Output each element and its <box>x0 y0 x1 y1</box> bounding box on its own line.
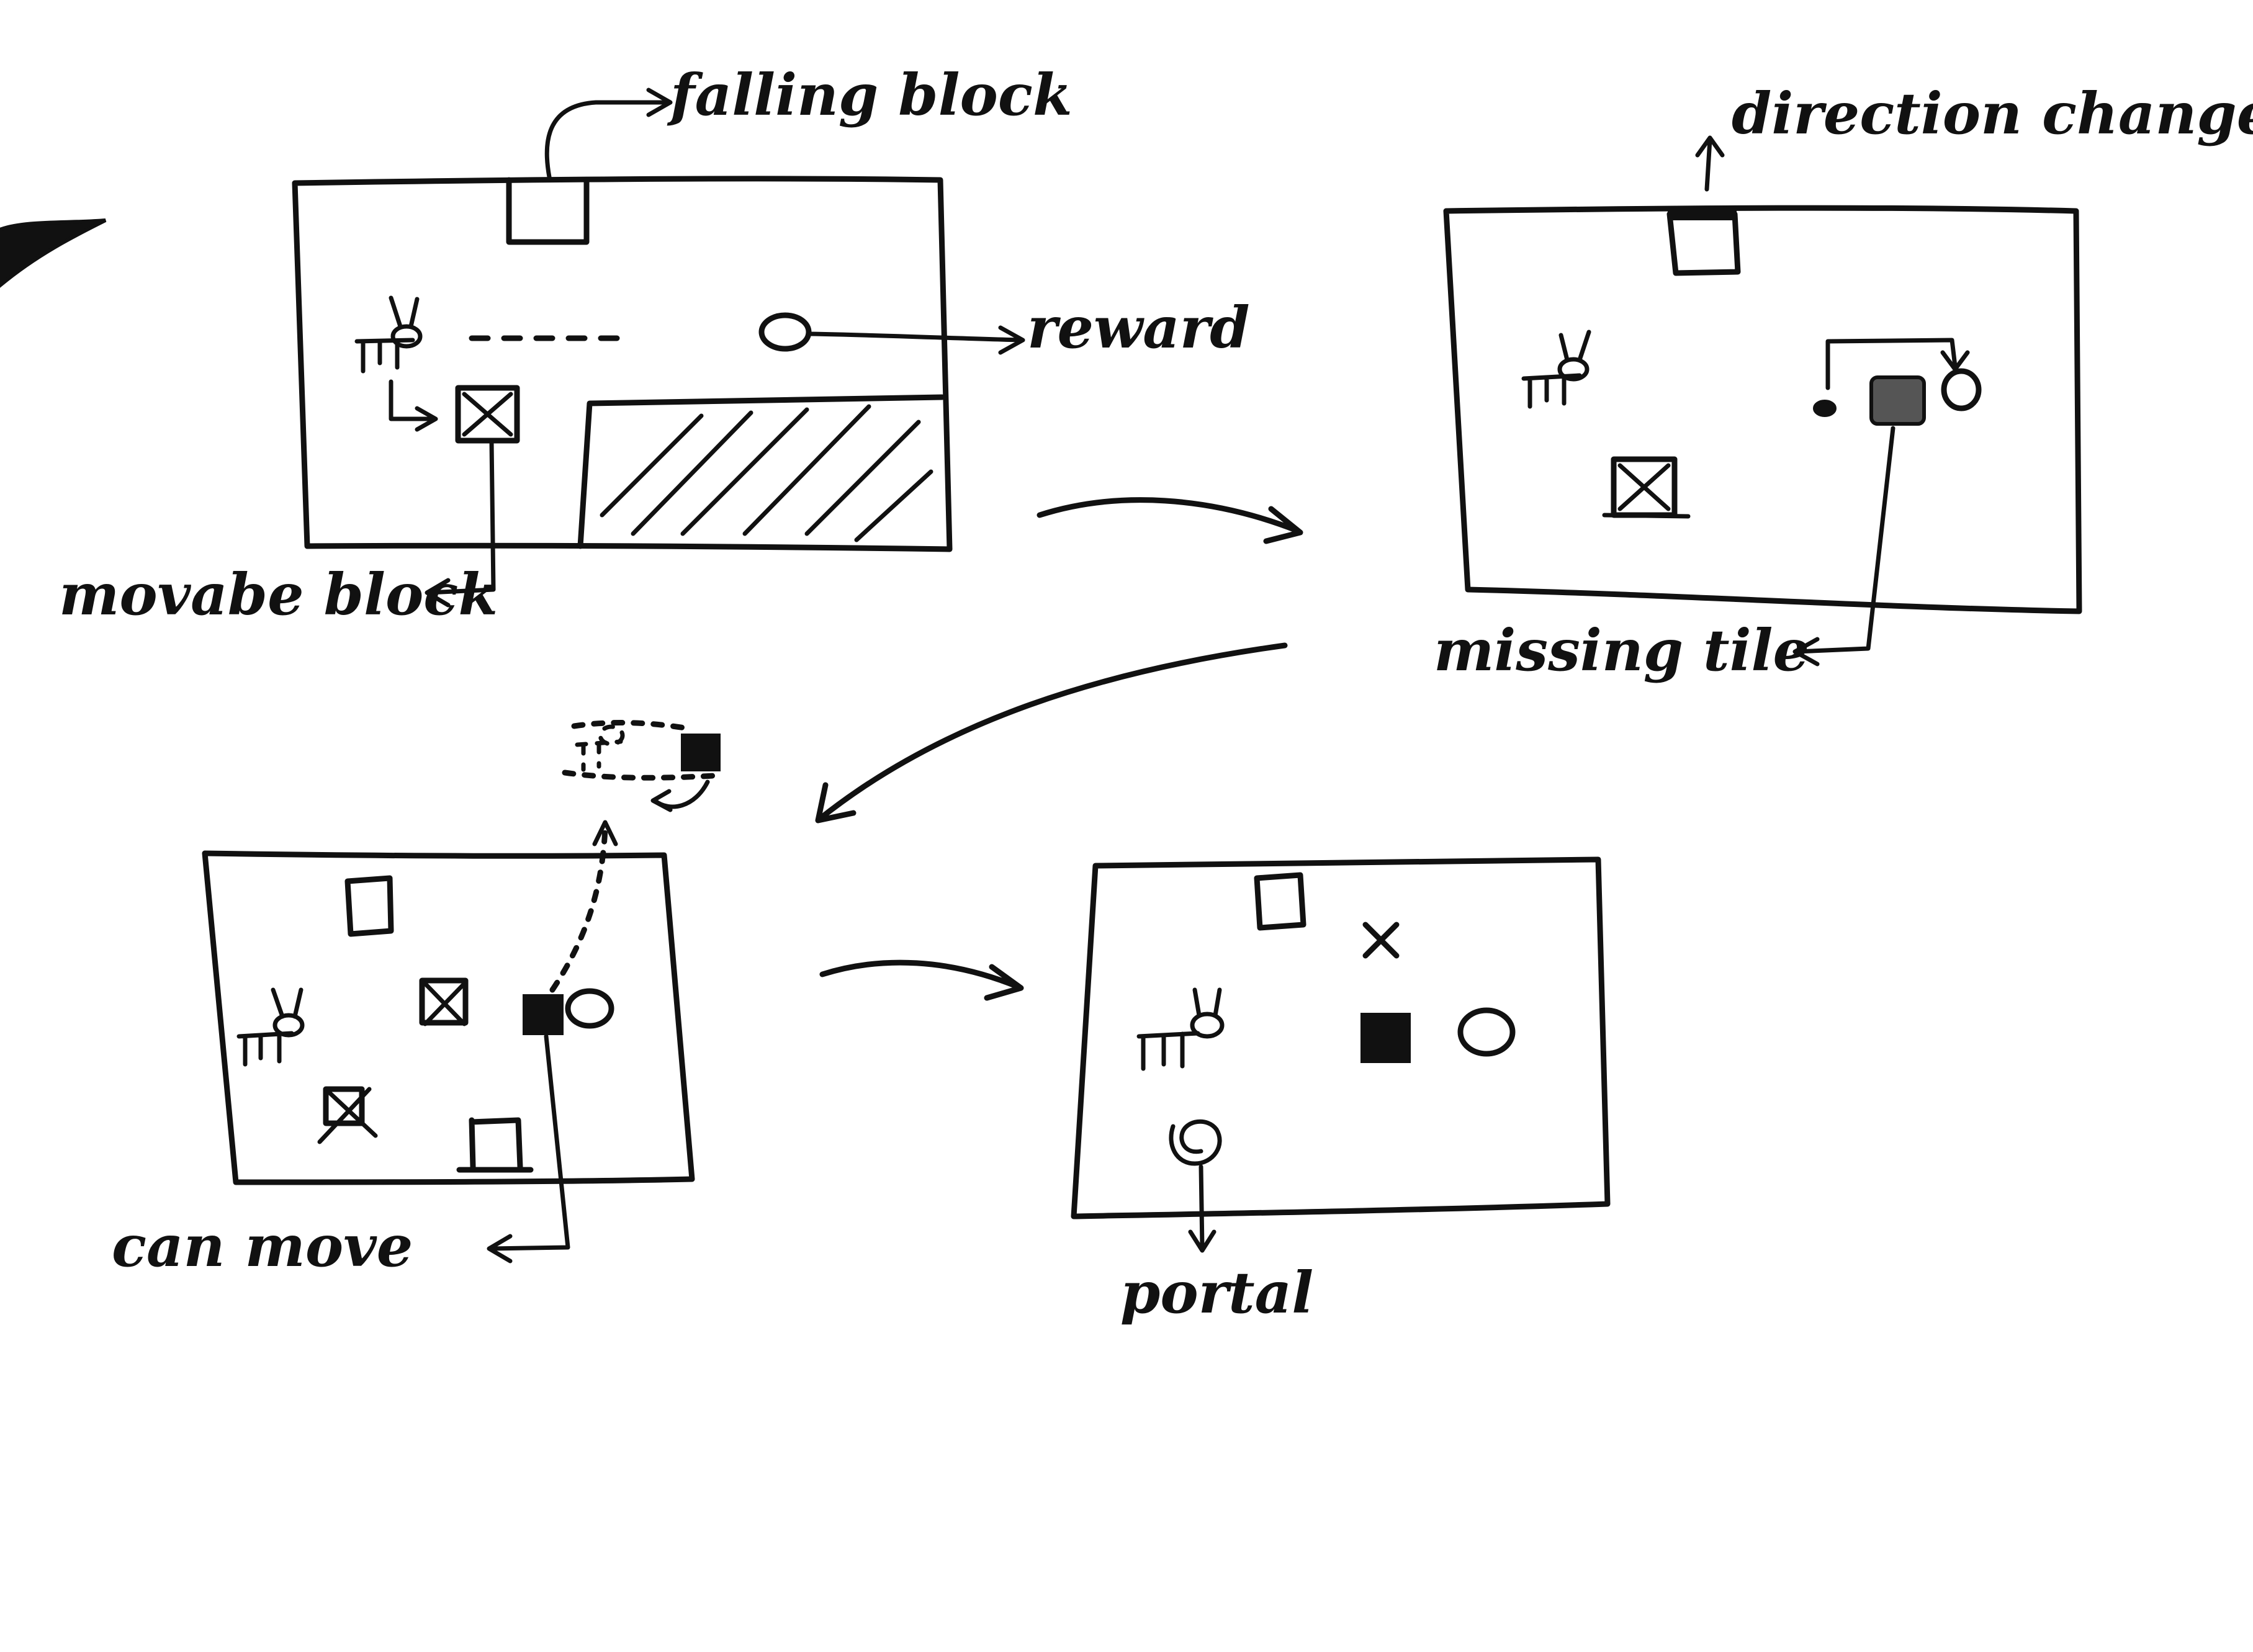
reward-circle-icon <box>758 312 812 352</box>
x-mark-icon <box>1362 922 1400 959</box>
movable-block-icon-4 <box>317 1086 378 1144</box>
player-rabbit-icon <box>354 295 423 374</box>
falling-block-icon <box>506 177 590 245</box>
missing-tile-icon-4 <box>1360 1013 1411 1063</box>
can-move-label: can move <box>112 1213 413 1280</box>
movable-block-leader-arrow <box>425 439 496 608</box>
direction-change-leader-arrow <box>1695 135 1725 192</box>
hatched-platform <box>577 394 945 549</box>
missing-tile-icon <box>1869 375 1926 426</box>
panel-4: portal <box>1071 856 1611 1326</box>
movable-block-icon <box>455 385 520 444</box>
panel-2-frame <box>1443 205 2082 614</box>
portal-label: portal <box>1120 1259 1313 1326</box>
reward-circle-icon-4 <box>1457 1007 1516 1057</box>
reward-circle-icon-2 <box>1941 368 1982 411</box>
block-icon-top <box>344 875 394 937</box>
movable-block-label: movabe block <box>59 561 498 628</box>
direction-change-marker <box>1668 208 1737 220</box>
reward-leader-arrow <box>807 325 1025 355</box>
missing-tile-icon-3 <box>523 994 564 1035</box>
player-to-block-arrow <box>389 379 438 432</box>
player-rabbit-icon-2 <box>1521 330 1591 409</box>
panel-3: can move <box>112 720 721 1280</box>
panel-4-frame <box>1071 856 1611 1219</box>
movable-block-icon-3 <box>419 977 469 1026</box>
ink-smudge <box>0 218 107 288</box>
missing-tile-leader-arrow <box>1792 426 1895 667</box>
can-move-dotted-path <box>549 825 608 993</box>
block-icon-top-4 <box>1254 872 1306 931</box>
direction-change-tile-icon <box>1666 211 1741 276</box>
panel-3-frame <box>202 850 695 1185</box>
panel-2: direction change missing tile <box>1434 80 2253 684</box>
missing-tile-label: missing tile <box>1434 617 1809 684</box>
reward-circle-icon-3 <box>565 988 614 1029</box>
jump-over-arrow <box>1825 338 1970 390</box>
falling-block-leader-arrow <box>544 88 673 179</box>
player-rabbit-icon-4 <box>1136 987 1225 1071</box>
flow-arrow-2-to-3 <box>815 642 1288 824</box>
movable-block-icon-2 <box>1602 456 1691 519</box>
can-move-dotted-arrowhead <box>592 820 618 846</box>
small-dot-icon <box>1813 400 1837 417</box>
reward-label: reward <box>1027 294 1250 361</box>
block-icon-bottom <box>456 1117 534 1173</box>
flow-arrow-3-to-4 <box>819 959 1024 1001</box>
thought-bubble <box>562 720 721 812</box>
falling-block-label: falling block <box>667 61 1073 128</box>
player-rabbit-icon-3 <box>236 987 305 1067</box>
flow-arrow-1-to-2 <box>1037 497 1303 544</box>
direction-change-label: direction change <box>1732 80 2253 147</box>
panel-1: falling block reward movabe block <box>59 61 1250 628</box>
can-move-leader-arrow <box>487 1034 570 1264</box>
portal-spiral-icon <box>1169 1119 1222 1253</box>
